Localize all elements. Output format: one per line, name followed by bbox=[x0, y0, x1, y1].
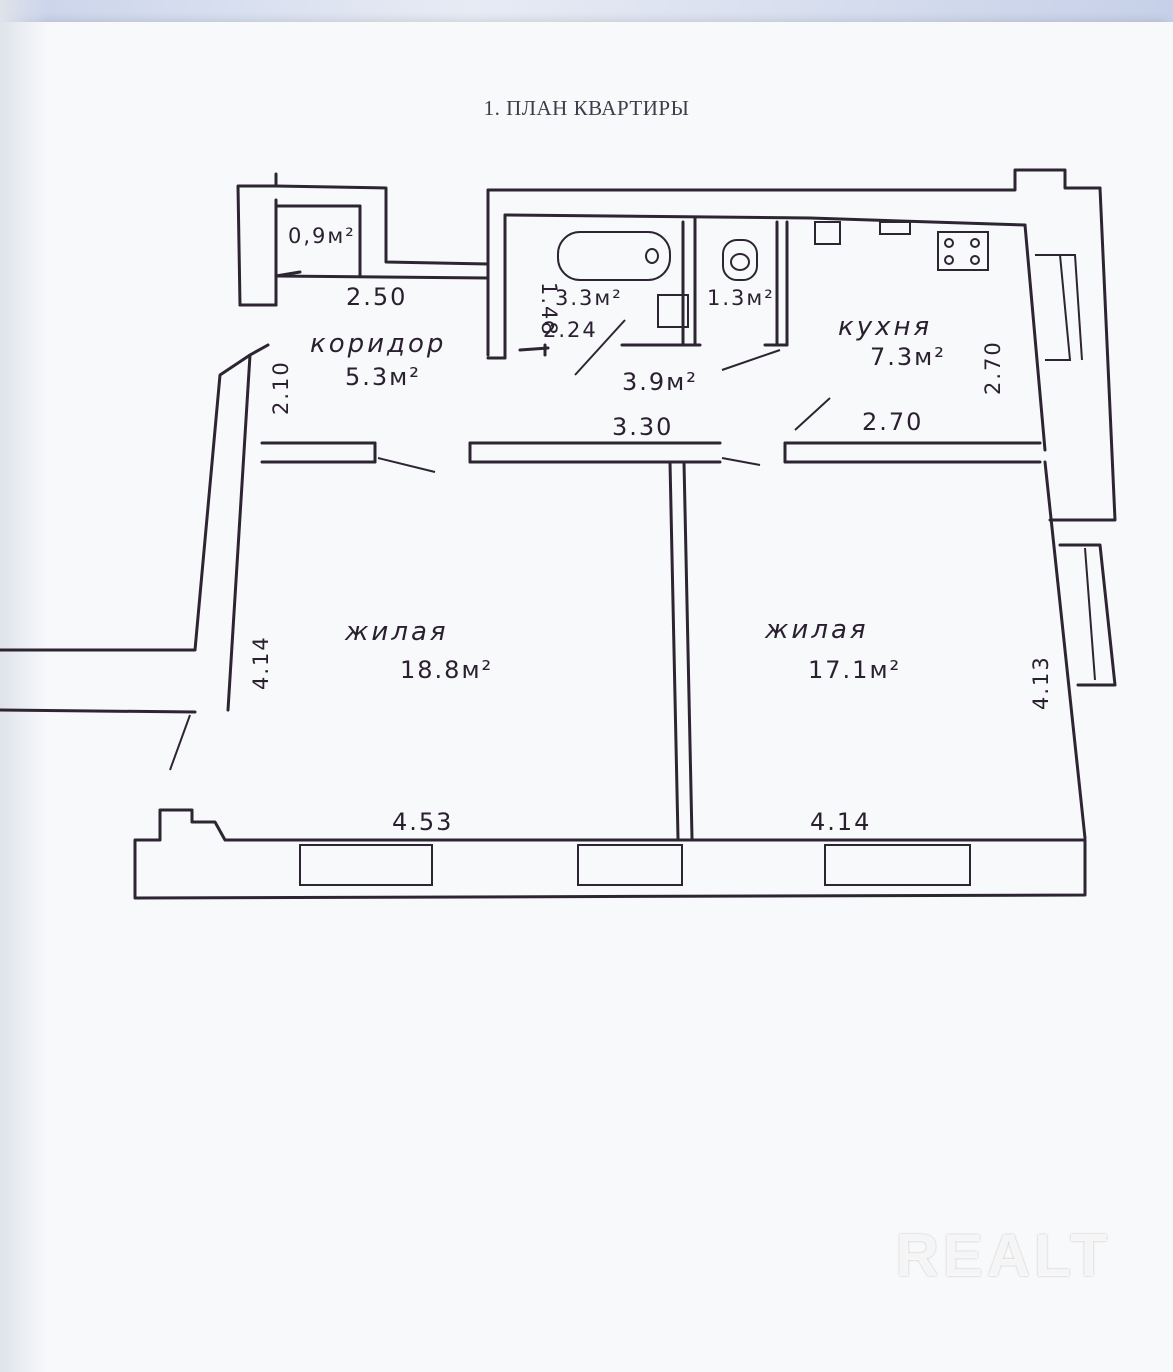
left-room-area: 18.8м² bbox=[400, 656, 493, 684]
bathtub-icon bbox=[557, 231, 671, 281]
toilet-area: 1.3м² bbox=[707, 286, 775, 310]
kitchen-width-dim: 2.70 bbox=[981, 340, 1005, 395]
corridor-length-dim: 2.50 bbox=[346, 283, 407, 311]
hall-length-dim: 3.30 bbox=[612, 413, 673, 441]
bath-length-dim: 2.24 bbox=[543, 318, 598, 342]
kitchen-name: кухня bbox=[838, 312, 932, 342]
walls bbox=[0, 168, 1117, 900]
kitchen-length-dim: 2.70 bbox=[862, 408, 923, 436]
toilet-icon bbox=[722, 239, 758, 281]
right-room-name: жилая bbox=[764, 615, 869, 645]
corridor-name: коридор bbox=[310, 329, 446, 359]
corridor-area: 5.3м² bbox=[345, 363, 421, 391]
plan-labels: 0,9м² 2.50 коридор 5.3м² 2.10 1.48 3.3м²… bbox=[249, 224, 1053, 836]
right-room-width-dim: 4.14 bbox=[810, 808, 871, 836]
left-room-width-dim: 4.53 bbox=[392, 808, 453, 836]
bathroom-area: 3.3м² bbox=[555, 286, 623, 310]
realt-watermark: REALT bbox=[895, 1222, 1111, 1289]
page-shadow bbox=[0, 0, 48, 1372]
bath-width-dim: 1.48 bbox=[537, 282, 561, 337]
corridor-width-dim: 2.10 bbox=[269, 360, 293, 415]
document-title: 1. ПЛАН КВАРТИРЫ bbox=[483, 96, 690, 120]
left-room-name: жилая bbox=[344, 617, 449, 647]
right-room-depth-dim: 4.13 bbox=[1029, 655, 1053, 710]
kitchen-area: 7.3м² bbox=[870, 343, 946, 371]
right-room-area: 17.1м² bbox=[808, 656, 901, 684]
storage-area: 0,9м² bbox=[288, 224, 356, 248]
sink-icon bbox=[657, 294, 689, 328]
hall-area: 3.9м² bbox=[622, 368, 698, 396]
stove-icon bbox=[937, 231, 989, 271]
left-room-depth-dim: 4.14 bbox=[249, 635, 273, 690]
